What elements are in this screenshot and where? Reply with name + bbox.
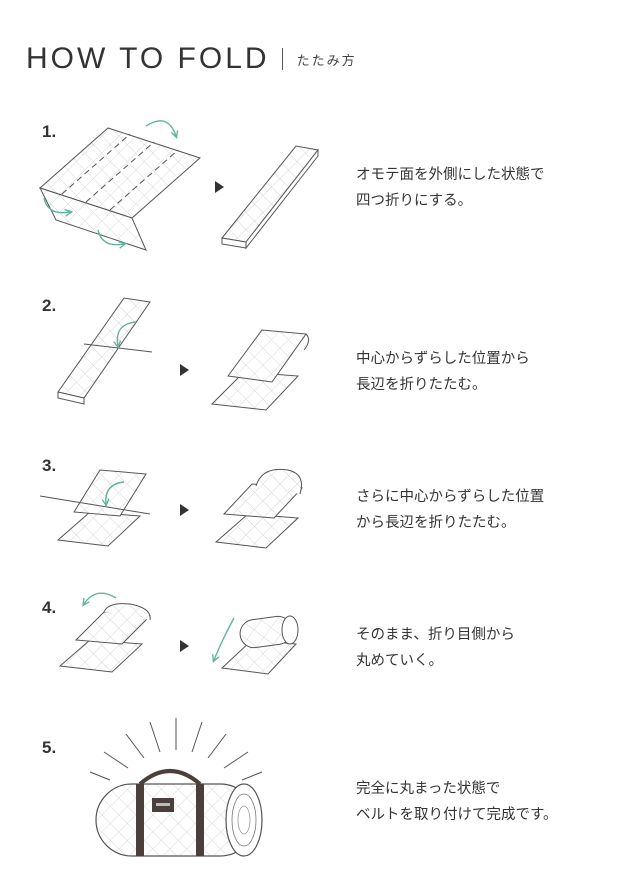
step-text-line: 四つ折りにする。 xyxy=(356,193,473,209)
half-folded-mat-icon xyxy=(39,469,151,547)
step-text-line: そのまま、折り目側から xyxy=(356,627,515,643)
fold-arrow-icon xyxy=(117,321,137,346)
step-text-line: 長辺を折りたたむ。 xyxy=(356,377,487,393)
sparkle-lines-icon xyxy=(89,718,263,781)
step-description: 完全に丸まった状態で ベルトを取り付けて完成です。 xyxy=(356,776,558,828)
step-text-line: ベルトを取り付けて完成です。 xyxy=(356,807,558,823)
next-arrow-icon xyxy=(215,181,224,193)
step-description: そのまま、折り目側から 丸めていく。 xyxy=(356,622,515,674)
roll-arrow-icon xyxy=(214,617,235,660)
step-text-line: 中心からずらした位置から xyxy=(356,351,530,367)
fold-arrow-icon xyxy=(97,229,124,245)
step-number: 3. xyxy=(42,456,57,475)
step-2-illustration xyxy=(57,297,310,411)
folded-quarter-mat-icon xyxy=(221,145,319,250)
half-folded-mat-icon xyxy=(210,329,310,411)
step-5-illustration xyxy=(89,718,263,857)
page-title: HOW TO FOLD xyxy=(26,42,270,75)
roll-arrow-icon xyxy=(84,592,117,604)
step-3-illustration xyxy=(39,468,304,549)
next-arrow-icon xyxy=(180,504,189,516)
page-header: HOW TO FOLD たたみ方 xyxy=(26,42,357,76)
unfolded-mat-icon xyxy=(39,127,201,251)
step-description: さらに中心からずらした位置 から長辺を折りたたむ。 xyxy=(356,484,544,536)
step-number: 1. xyxy=(42,122,57,141)
fold-arrow-icon xyxy=(43,197,70,213)
rolling-mat-icon xyxy=(220,615,299,675)
rolled-mat-icon xyxy=(95,783,263,857)
folded-strip-icon xyxy=(57,297,153,405)
step-4-illustration xyxy=(58,592,299,675)
fold-arrow-icon xyxy=(145,120,176,136)
step-1-illustration xyxy=(39,120,319,251)
belt-icon xyxy=(136,769,204,856)
step-text-line: から長辺を折りたたむ。 xyxy=(356,515,516,531)
next-arrow-icon xyxy=(180,364,189,376)
page-subtitle: たたみ方 xyxy=(296,53,357,69)
folded-stack-icon xyxy=(58,603,152,673)
step-text-line: オモテ面を外側にした状態で xyxy=(356,167,545,183)
step-number: 4. xyxy=(42,598,57,617)
step-number: 5. xyxy=(42,738,57,757)
fold-arrow-icon xyxy=(106,481,125,504)
step-number: 2. xyxy=(42,296,57,315)
step-text-line: 丸めていく。 xyxy=(356,653,443,669)
third-folded-mat-icon xyxy=(214,468,304,549)
next-arrow-icon xyxy=(180,640,189,652)
step-description: オモテ面を外側にした状態で 四つ折りにする。 xyxy=(356,162,545,214)
step-text-line: さらに中心からずらした位置 xyxy=(356,489,545,505)
step-text-line: 完全に丸まった状態で xyxy=(356,781,501,797)
title-divider xyxy=(281,48,283,70)
step-description: 中心からずらした位置から 長辺を折りたたむ。 xyxy=(356,346,530,398)
